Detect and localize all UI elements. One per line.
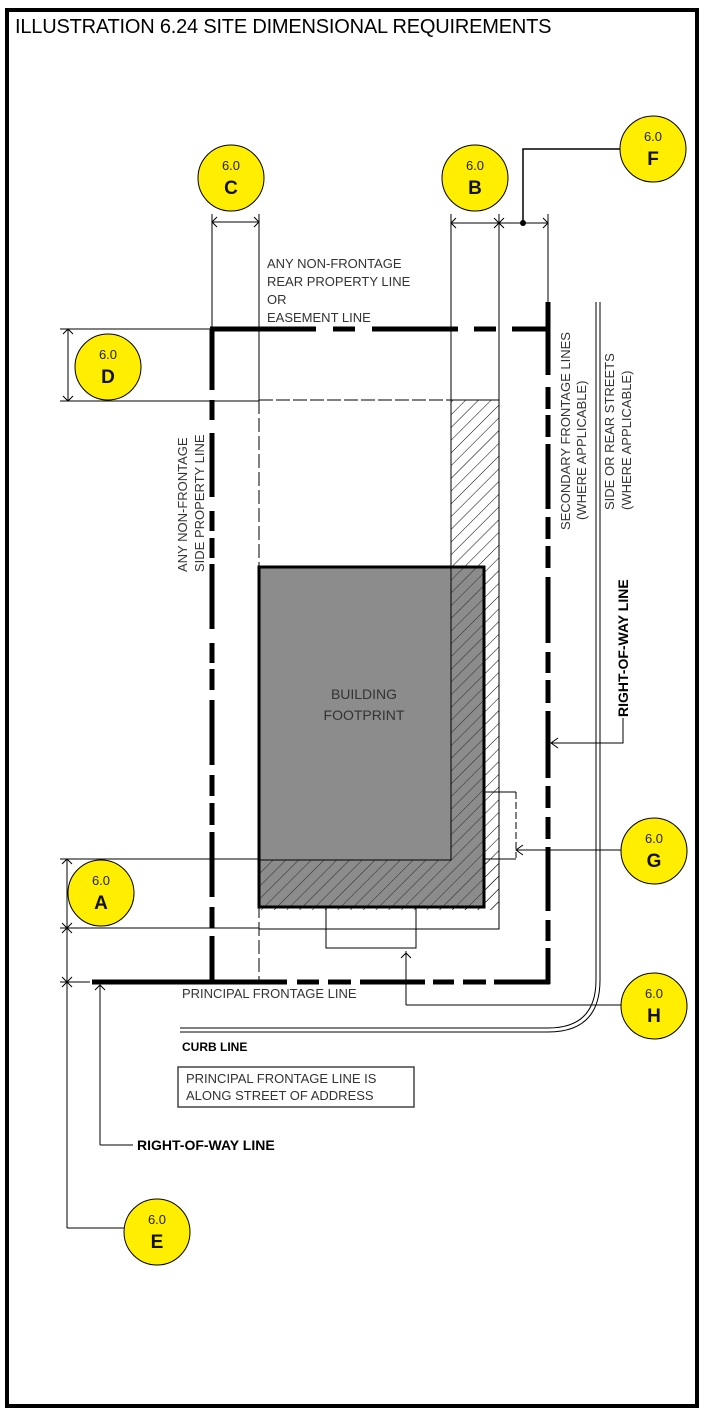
building-footprint: BUILDING FOOTPRINT — [257, 565, 486, 909]
bubble-section: 6.0 — [645, 986, 663, 1001]
bubble-letter: H — [647, 1006, 661, 1027]
bubble-letter: B — [468, 178, 482, 199]
side-rear-streets-label: SIDE OR REAR STREETS (WHERE APPLICABLE) — [602, 353, 634, 510]
bubble-section: 6.0 — [466, 158, 484, 173]
building-outline — [257, 565, 486, 909]
principal-frontage-label: PRINCIPAL FRONTAGE LINE — [182, 986, 357, 1001]
bubble-section: 6.0 — [645, 831, 663, 846]
bubble-a: 6.0A — [67, 859, 135, 927]
reference-bubbles: 6.0A6.0B6.0C6.0D6.0E6.0F6.0G6.0H — [67, 115, 688, 1266]
bubble-h: 6.0H — [620, 972, 688, 1040]
svg-text:REAR PROPERTY LINE: REAR PROPERTY LINE — [267, 274, 411, 289]
side-line-label: ANY NON-FRONTAGE SIDE PROPERTY LINE — [175, 434, 207, 572]
curb-line-label: CURB LINE — [182, 1040, 247, 1054]
svg-text:SIDE PROPERTY LINE: SIDE PROPERTY LINE — [192, 434, 207, 572]
bubble-letter: D — [101, 367, 115, 388]
bubble-circle — [123, 1198, 191, 1266]
bubble-letter: G — [647, 851, 662, 872]
leader-dot-f — [520, 220, 526, 226]
dimension-lines-a-e — [60, 858, 259, 1229]
bubble-letter: A — [94, 893, 108, 914]
building-fill — [259, 567, 484, 907]
bubble-g: 6.0G — [620, 817, 688, 885]
bubble-letter: E — [151, 1232, 164, 1253]
row-line-bottom-label: RIGHT-OF-WAY LINE — [137, 1137, 275, 1153]
bubble-section: 6.0 — [99, 347, 117, 362]
bubble-circle — [441, 144, 509, 212]
bubble-section: 6.0 — [222, 158, 240, 173]
svg-text:OR: OR — [267, 292, 287, 307]
dimension-lines-top — [211, 148, 621, 400]
bubble-letter: F — [647, 149, 659, 170]
bubble-circle — [197, 144, 265, 212]
secondary-frontage-label: SECONDARY FRONTAGE LINES (WHERE APPLICAB… — [558, 332, 589, 530]
bubble-circle — [620, 817, 688, 885]
bubble-circle — [74, 333, 142, 401]
bubble-e: 6.0E — [123, 1198, 191, 1266]
leader-h — [325, 907, 621, 1006]
svg-text:PRINCIPAL FRONTAGE LINE IS: PRINCIPAL FRONTAGE LINE IS — [186, 1071, 377, 1086]
setback-outline — [259, 399, 500, 930]
leader-row-right — [550, 718, 624, 749]
bubble-circle — [619, 115, 687, 183]
dimension-line-d — [60, 328, 259, 402]
bubble-letter: C — [224, 178, 238, 199]
property-lines — [92, 302, 551, 985]
bubble-b: 6.0B — [441, 144, 509, 212]
bubble-section: 6.0 — [92, 873, 110, 888]
bubble-circle — [67, 859, 135, 927]
building-label-1: BUILDING — [331, 686, 397, 702]
leader-g — [484, 791, 621, 860]
svg-text:EASEMENT LINE: EASEMENT LINE — [267, 310, 371, 325]
bubble-d: 6.0D — [74, 333, 142, 401]
note-box: PRINCIPAL FRONTAGE LINE IS ALONG STREET … — [177, 1066, 415, 1108]
row-line-right-label: RIGHT-OF-WAY LINE — [615, 579, 631, 717]
illustration-title: ILLUSTRATION 6.24 SITE DIMENSIONAL REQUI… — [15, 16, 552, 38]
curb-line-double — [180, 302, 601, 1033]
building-label-2: FOOTPRINT — [324, 707, 405, 723]
bubble-circle — [620, 972, 688, 1040]
svg-text:ALONG STREET OF ADDRESS: ALONG STREET OF ADDRESS — [186, 1088, 374, 1103]
svg-text:ANY NON-FRONTAGE: ANY NON-FRONTAGE — [175, 437, 190, 572]
bubble-section: 6.0 — [644, 129, 662, 144]
svg-text:(WHERE APPLICABLE): (WHERE APPLICABLE) — [574, 381, 589, 520]
svg-text:ANY NON-FRONTAGE: ANY NON-FRONTAGE — [267, 256, 402, 271]
svg-text:(WHERE APPLICABLE): (WHERE APPLICABLE) — [619, 371, 634, 510]
rear-line-label: ANY NON-FRONTAGE REAR PROPERTY LINE OR E… — [267, 256, 411, 325]
svg-text:SECONDARY FRONTAGE LINES: SECONDARY FRONTAGE LINES — [558, 332, 573, 530]
bubble-section: 6.0 — [148, 1212, 166, 1227]
bubble-f: 6.0F — [619, 115, 687, 183]
bubble-c: 6.0C — [197, 144, 265, 212]
svg-text:SIDE OR REAR STREETS: SIDE OR REAR STREETS — [602, 353, 617, 510]
